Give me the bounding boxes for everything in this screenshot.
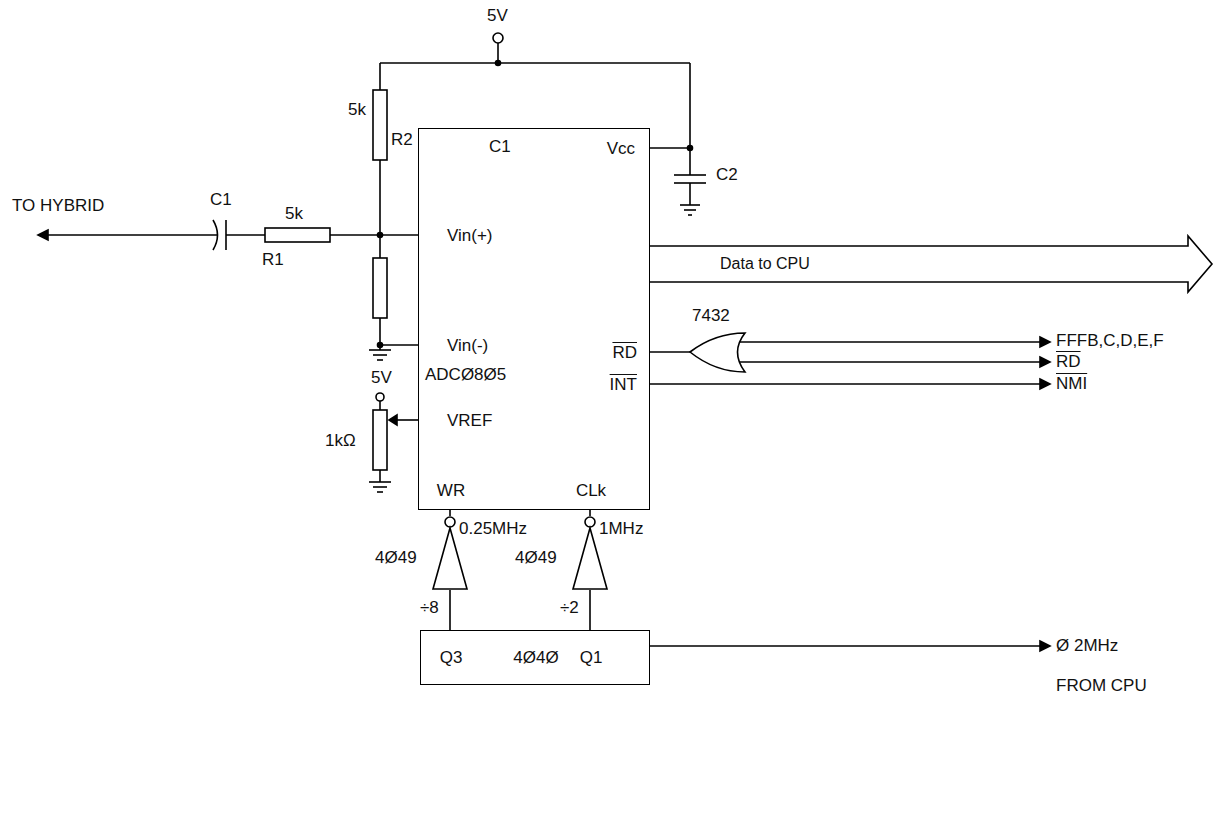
capacitor-symbol bbox=[689, 63, 691, 175]
pin-name: Q3 bbox=[440, 648, 463, 668]
resistor-symbol bbox=[378, 343, 383, 348]
resistor-symbol bbox=[265, 228, 330, 242]
part-name: C2 bbox=[716, 165, 738, 185]
part-name: R1 bbox=[262, 250, 284, 270]
capacitor-symbol bbox=[688, 146, 693, 151]
part-number: 4Ø49 bbox=[375, 548, 417, 568]
pin-name: Q1 bbox=[580, 648, 603, 668]
potentiometer-symbol bbox=[373, 410, 387, 470]
signal-name: NMI bbox=[1056, 374, 1087, 394]
resistor-symbol bbox=[373, 90, 387, 160]
resistor-symbol bbox=[379, 63, 381, 90]
potentiometer-symbol bbox=[389, 415, 397, 425]
component-value: 5k bbox=[285, 204, 303, 224]
capacitor-symbol bbox=[674, 174, 706, 176]
or-gate-symbol bbox=[1040, 337, 1050, 347]
capacitor-symbol bbox=[689, 183, 691, 205]
supply-wiring bbox=[493, 33, 503, 43]
potentiometer-symbol bbox=[379, 470, 381, 482]
clock-wire bbox=[589, 510, 591, 516]
signal-name: RD bbox=[1056, 352, 1081, 372]
data-bus-arrow bbox=[650, 236, 1212, 292]
ground-symbol bbox=[377, 359, 383, 361]
potentiometer-symbol bbox=[373, 393, 418, 482]
potentiometer-symbol bbox=[396, 419, 418, 421]
signal-name: TO HYBRID bbox=[12, 196, 104, 216]
ground-symbol bbox=[684, 209, 696, 211]
pin-name: RD bbox=[612, 343, 637, 363]
signal-wire bbox=[650, 645, 1040, 647]
frequency-label: ÷8 bbox=[420, 598, 439, 618]
clock-wire bbox=[449, 510, 451, 516]
potentiometer-symbol bbox=[376, 393, 384, 401]
part-name: C1 bbox=[210, 190, 232, 210]
supply-wiring bbox=[496, 61, 501, 66]
potentiometer-symbol bbox=[379, 401, 381, 410]
counter-chip: Q3 4Ø4Ø Q1 bbox=[420, 630, 650, 685]
signal-wire bbox=[650, 383, 1040, 385]
frequency-label: 1MHz bbox=[599, 519, 643, 539]
frequency-label: 0.25MHz bbox=[459, 519, 527, 539]
component-value: 1kΩ bbox=[325, 431, 356, 451]
signal-wire bbox=[1040, 379, 1050, 389]
part-name: R2 bbox=[391, 130, 413, 150]
pin-name: Vcc bbox=[607, 139, 635, 159]
resistor-symbol bbox=[330, 234, 418, 236]
or-gate-symbol bbox=[650, 351, 690, 353]
frequency-label: ÷2 bbox=[560, 598, 579, 618]
component-value: 5k bbox=[348, 100, 366, 120]
bus-name: Data to CPU bbox=[720, 254, 810, 274]
ground-symbol bbox=[688, 214, 692, 216]
part-number: 4Ø49 bbox=[515, 548, 557, 568]
ground-symbol bbox=[373, 354, 387, 356]
pin-name: WR bbox=[437, 481, 465, 501]
supply-voltage: 5V bbox=[487, 6, 508, 26]
part-number: ADCØ8Ø5 bbox=[425, 365, 506, 385]
signal-name: Ø 2MHz bbox=[1056, 636, 1118, 656]
resistor-symbol bbox=[379, 160, 381, 258]
inverter-gate: 4Ø49 bbox=[515, 516, 608, 590]
or-gate-symbol bbox=[740, 341, 1040, 343]
part-number: 7432 bbox=[692, 306, 730, 326]
supply-wiring bbox=[380, 62, 690, 64]
clock-wire bbox=[589, 590, 591, 630]
capacitor-symbol bbox=[225, 220, 227, 250]
ground-symbol bbox=[377, 491, 383, 493]
ground-symbol bbox=[369, 349, 391, 351]
supply-voltage: 5V bbox=[371, 368, 392, 388]
ground-symbol bbox=[373, 486, 387, 488]
resistor-symbol bbox=[373, 258, 387, 318]
pin-name: CLk bbox=[576, 481, 606, 501]
resistor-symbol bbox=[380, 344, 418, 346]
or-gate-symbol bbox=[1040, 357, 1050, 367]
pin-name: Vin(+) bbox=[447, 226, 493, 246]
or-gate-symbol bbox=[740, 361, 1040, 363]
pin-name: Vin(-) bbox=[447, 336, 488, 356]
pin-name: VREF bbox=[447, 411, 492, 431]
data-bus-arrow bbox=[650, 236, 1212, 292]
clock-wire bbox=[449, 590, 451, 630]
capacitor-symbol bbox=[650, 147, 690, 149]
resistor-symbol bbox=[378, 233, 383, 238]
signal-wire bbox=[1040, 641, 1050, 651]
capacitor-symbol bbox=[48, 234, 217, 236]
signal-wire bbox=[650, 379, 1050, 651]
supply-wiring bbox=[380, 33, 690, 66]
part-number: 4Ø4Ø bbox=[513, 648, 558, 668]
inverter-gate: 4Ø49 bbox=[375, 516, 468, 590]
or-gate-symbol bbox=[690, 333, 745, 372]
capacitor-symbol bbox=[38, 63, 706, 250]
chip-label: C1 bbox=[489, 137, 511, 157]
resistor-symbol bbox=[226, 234, 265, 236]
pin-name: INT bbox=[610, 375, 637, 395]
resistor-symbol bbox=[226, 63, 418, 350]
capacitor-symbol bbox=[38, 230, 48, 240]
adc-chip: C1 VccVin(+) Vin(-) ADCØ8Ø5 RD INT VREF WR CLk bbox=[418, 128, 650, 510]
signal-name: FROM CPU bbox=[1056, 676, 1147, 696]
address-label: FFFB,C,D,E,F bbox=[1056, 331, 1164, 351]
or-gate-symbol bbox=[650, 333, 1050, 372]
